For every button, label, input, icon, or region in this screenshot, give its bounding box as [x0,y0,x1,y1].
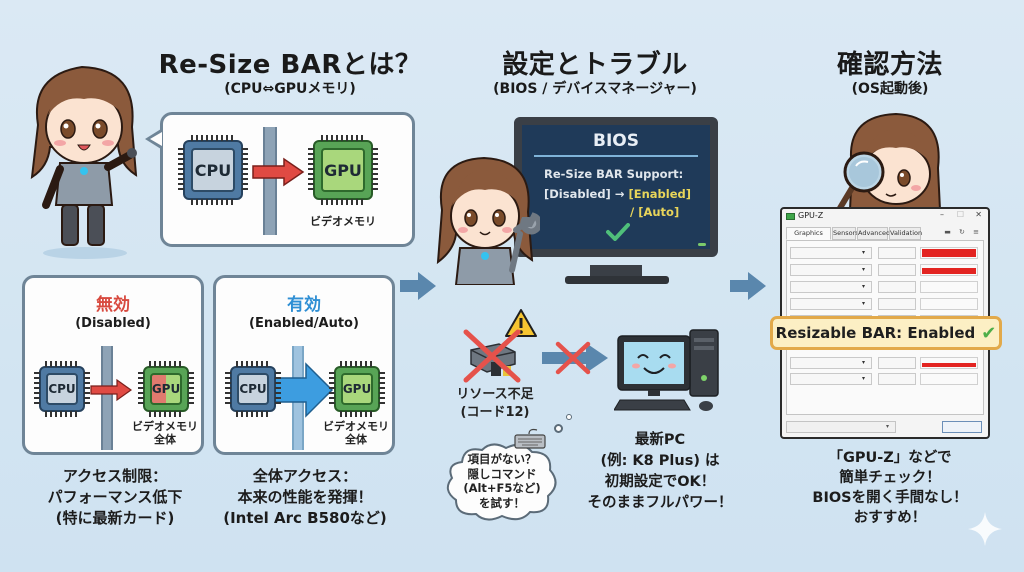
caption-line: おすすめ！ [853,510,927,526]
cpu-chip-label: CPU [191,148,235,192]
blocked-arrow-icon [542,341,608,375]
cpu-chip: CPU [34,361,90,417]
bios-setting-values: [Disabled] → [Enabled] [544,187,691,201]
flow-arrow-icon [400,272,436,300]
memory-barrier [263,127,277,235]
tab-graphics-card[interactable]: Graphics Card [786,227,831,248]
tab-advanced[interactable]: Advanced [857,227,890,240]
gpuz-close-button[interactable] [942,421,982,433]
video-memory-all-label: 全体 [345,433,367,446]
section-subtitle-settings: (BIOS / デバイスマネージャー) [493,81,697,97]
disabled-caption: アクセス制限： パフォーマンス低下 (特に最新カード) [20,466,210,529]
gpuz-title-bar: GPU-Z – ☐ ✕ [782,209,988,225]
caption-line: 「GPU-Z」などで [828,450,952,466]
enabled-card: 有効 (Enabled/Auto) CPU GPU ビデオメモリ 全体 [213,275,395,455]
caption-line: 最新PC [634,432,686,448]
thought-line: 項目がない？ [467,452,537,466]
gpuz-toolbar-icons[interactable]: ▬ ↻ ≡ [944,228,982,236]
bios-alt-value: / [Auto] [630,205,680,219]
character-pointing [20,55,150,260]
thought-line: を試す！ [479,495,525,510]
verify-caption: 「GPU-Z」などで 簡単チェック！ BIOSを開く手間なし！ おすすめ！ [790,448,990,528]
bios-monitor: BIOS Re-Size BAR Support: [Disabled] → [… [514,117,718,257]
close-button[interactable]: ✕ [975,210,982,219]
cpu-chip-label: CPU [237,373,269,405]
tab-sensors[interactable]: Sensors [832,227,859,240]
tab-validation[interactable]: Validation [889,227,922,240]
maximize-button[interactable]: ☐ [956,210,964,219]
monitor-stand [590,265,642,277]
modern-pc-icon [613,326,724,414]
caption-line: 本来の性能を発揮！ [237,488,373,506]
enabled-title: 有効 [287,295,321,315]
video-memory-all-label: 全体 [154,433,176,446]
flow-arrow-icon [730,272,766,300]
caption-line: 初期設定でOK！ [604,474,716,490]
caption-line: (Intel Arc B580など) [223,509,387,527]
bios-old-value: [Disabled] [544,187,611,201]
cpu-chip: CPU [178,135,248,205]
red-arrow-icon [90,378,133,402]
disabled-subtitle: (Disabled) [75,316,151,331]
video-memory-label: ビデオメモリ [323,420,389,433]
disabled-title: 無効 [96,295,130,315]
bios-new-value: [Enabled] [628,187,692,201]
gpuz-title: GPU-Z [798,211,824,220]
caption-line: 簡単チェック！ [839,470,941,486]
caption-line: そのままフルパワー！ [587,495,733,511]
thought-line: 隠しコマンド [467,466,537,481]
caption-line: パフォーマンス低下 [47,488,183,506]
character-magnifier [830,108,950,211]
what-diagram-card: CPU GPU ビデオメモリ [145,112,415,247]
cross-icon [463,329,521,383]
character-wrench [430,150,543,286]
section-subtitle-what: (CPU⇔GPUメモリ) [224,81,356,97]
cpu-chip: CPU [225,361,281,417]
error-label-line: (コード12) [460,405,530,420]
callout-text: Resizable BAR: Enabled [775,324,976,342]
video-memory-label: ビデオメモリ [310,215,376,228]
memory-barrier [101,346,113,450]
bios-setting-name: Re-Size BAR Support: [544,167,684,181]
gpu-chip: GPU [308,135,378,205]
gpuz-device-select[interactable]: ▾ [786,421,896,433]
modern-pc-caption: 最新PC (例: K8 Plus) は 初期設定でOK！ そのままフルパワー！ [570,430,750,514]
section-title-verify: 確認方法 [836,50,943,80]
disabled-card: 無効 (Disabled) CPU GPU ビデオメモリ 全体 [22,275,204,455]
caption-line: BIOSを開く手間なし！ [812,490,968,506]
caption-line: (特に最新カード) [55,509,175,527]
error-label: リソース不足 (コード12) [445,386,545,422]
resizable-bar-callout: Resizable BAR: Enabled ✔ [770,316,1002,350]
gpu-chip-label: GPU [341,373,373,405]
monitor-base [565,276,669,284]
check-icon [606,223,630,241]
error-label-line: リソース不足 [456,387,534,402]
section-subtitle-verify: (OS起動後) [851,81,929,97]
gpu-chip: GPU [329,361,385,417]
keyboard-icon [514,428,546,449]
caption-line: (例: K8 Plus) は [600,453,720,469]
check-icon: ✔ [981,322,997,344]
gpu-chip-label: GPU [321,148,365,192]
thought-line: (Alt+F5など) [463,481,541,495]
gpu-chip-partial: GPU [138,361,194,417]
red-arrow-icon [252,157,305,187]
section-title-settings: 設定とトラブル [502,50,688,80]
bios-arrow: → [614,187,625,201]
caption-line: 全体アクセス： [252,467,358,485]
bios-header: BIOS [593,131,639,151]
caption-line: アクセス制限： [62,467,168,485]
video-memory-label: ビデオメモリ [132,420,198,433]
cpu-chip-label: CPU [46,373,78,405]
gpu-chip-label: GPU [150,373,182,405]
thought-cloud: 項目がない？ 隠しコマンド (Alt+F5など) を試す！ [442,440,562,522]
enabled-caption: 全体アクセス： 本来の性能を発揮！ (Intel Arc B580など) [205,466,405,529]
minimize-button[interactable]: – [940,210,944,219]
section-title-what: Re-Size BARとは？ [158,50,422,80]
enabled-subtitle: (Enabled/Auto) [249,316,359,331]
sparkle-icon [968,512,1002,546]
gpuz-app-icon [786,213,795,220]
